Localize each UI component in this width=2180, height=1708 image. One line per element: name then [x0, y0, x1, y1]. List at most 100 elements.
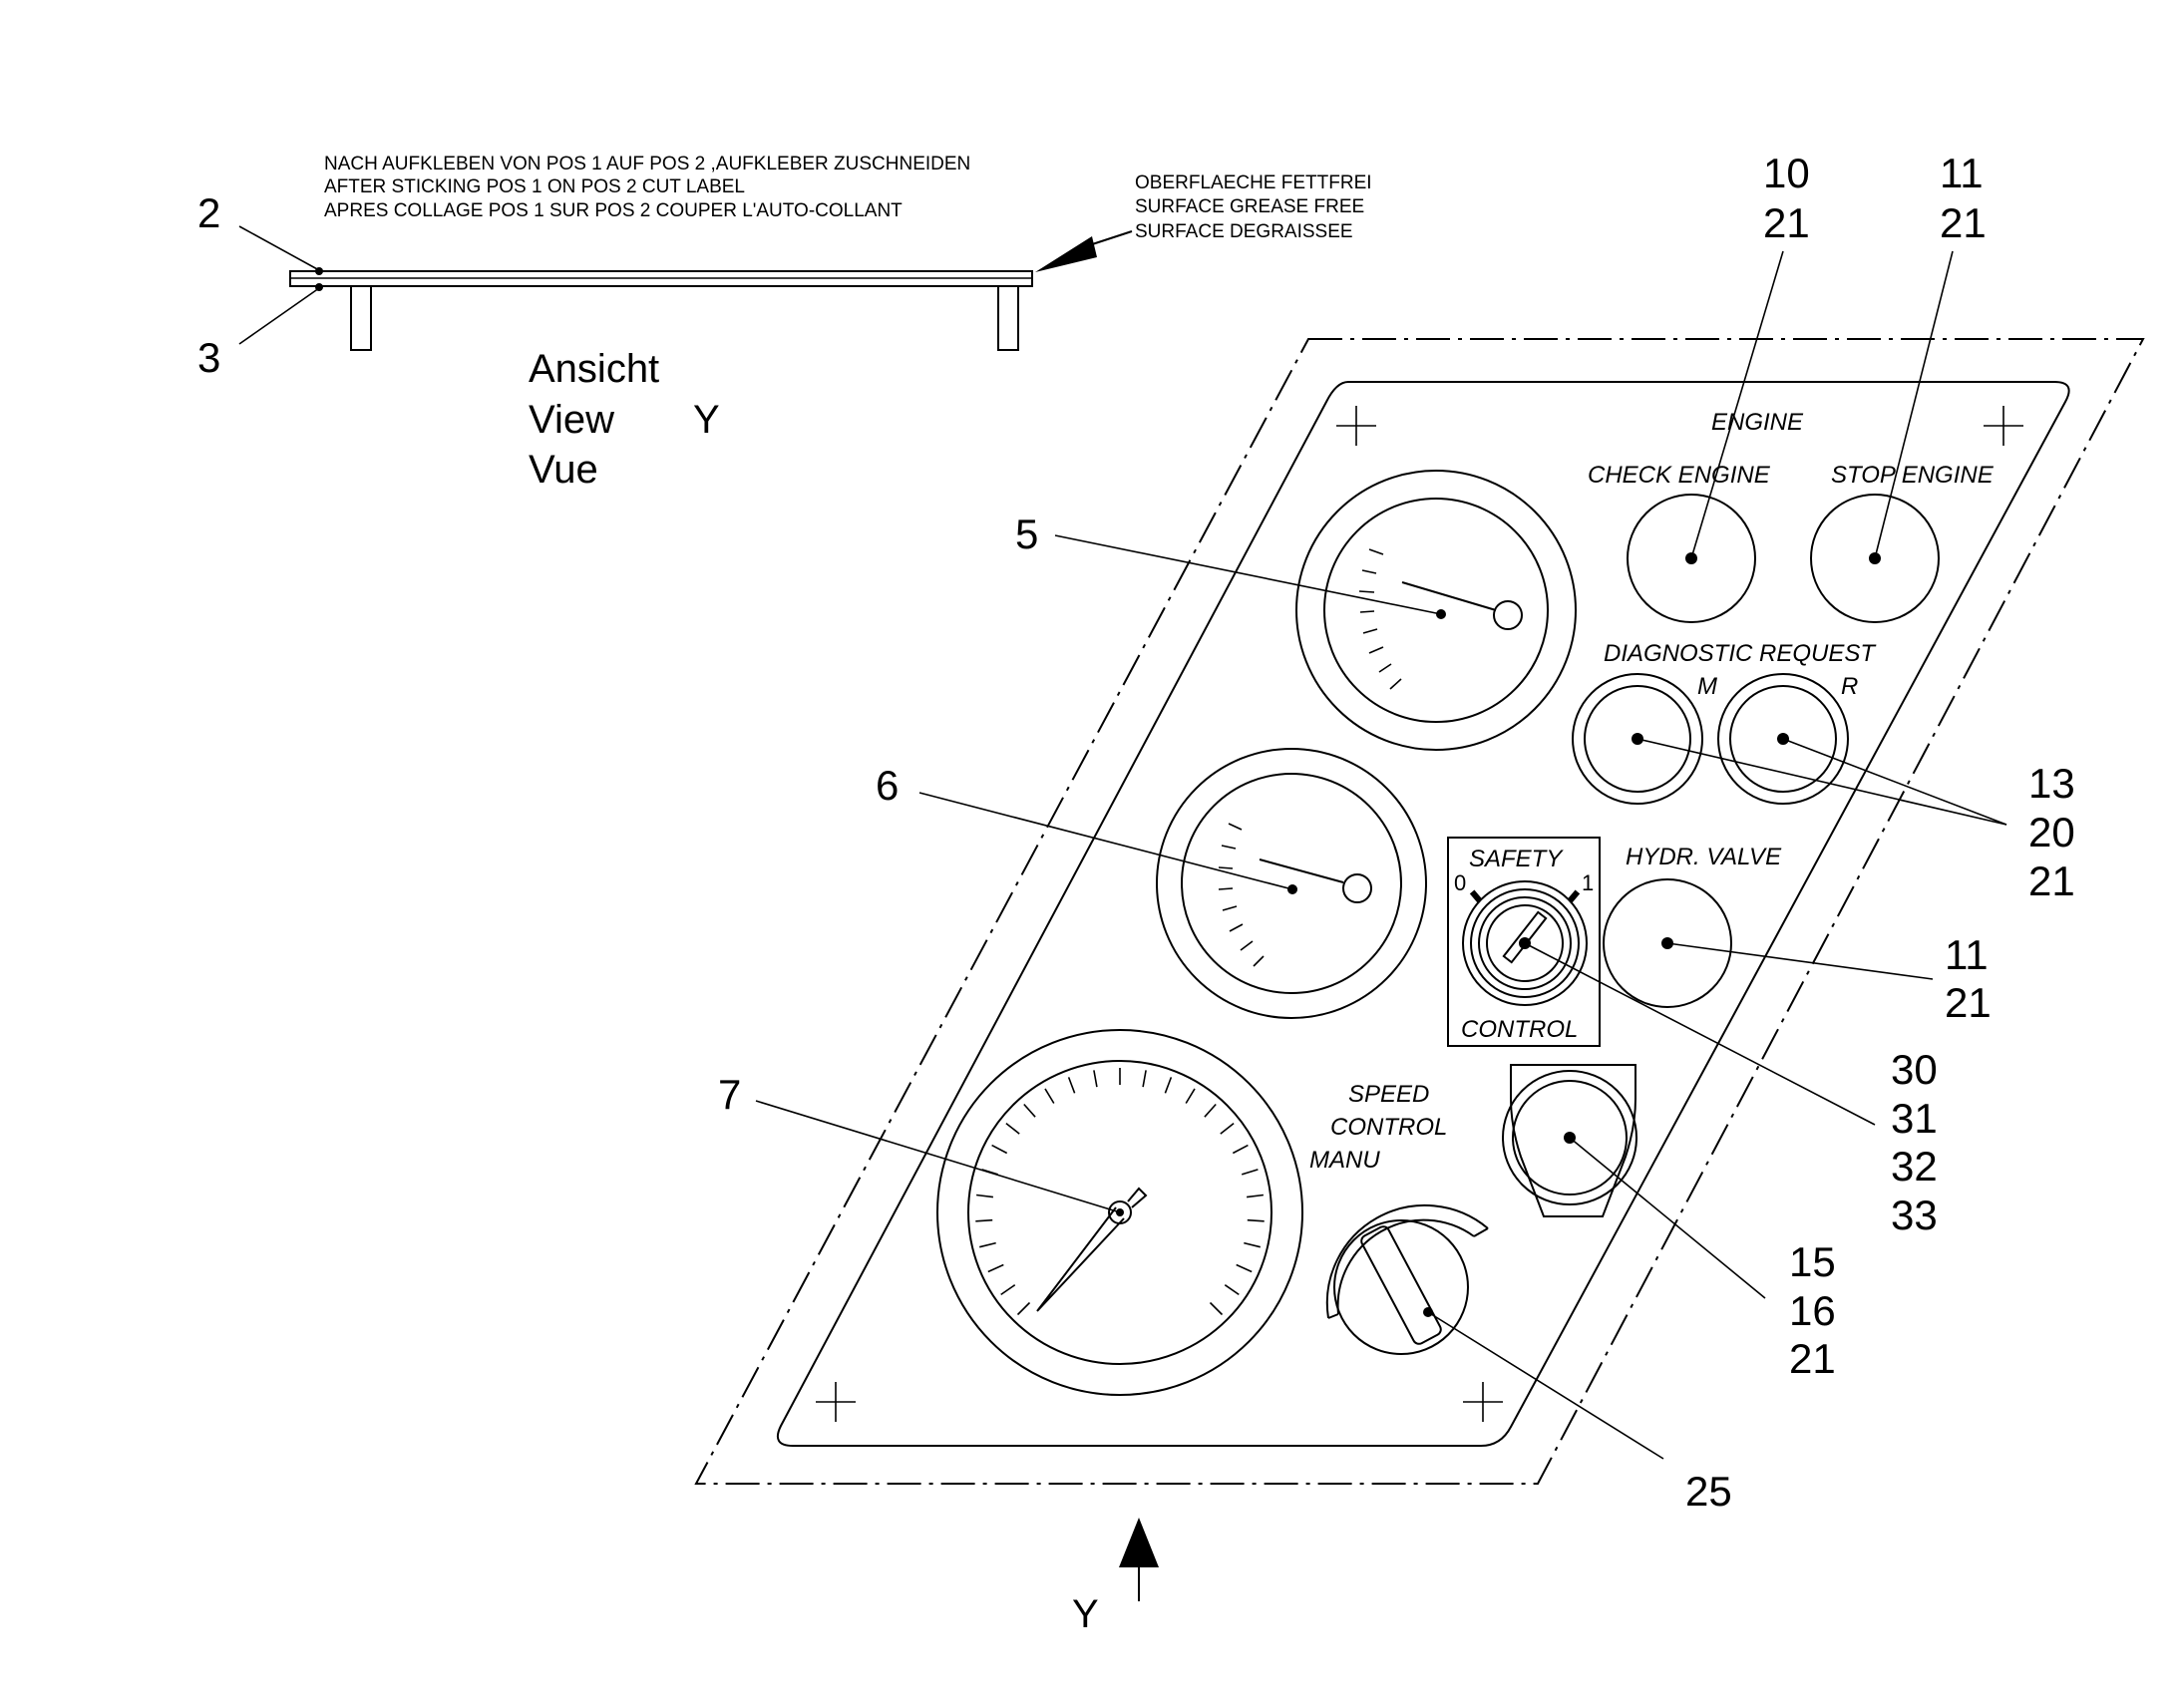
gauge-middle — [1156, 748, 1427, 1019]
gauge-large-tick — [1044, 1088, 1055, 1104]
callout-check-1: 10 — [1763, 150, 1810, 196]
label-safety: SAFETY — [1469, 846, 1564, 872]
callout-diag-2: 20 — [2028, 809, 2075, 855]
gauge-upper-pivot — [1493, 600, 1523, 630]
label-diagnostic-request: DIAGNOSTIC REQUEST — [1604, 640, 1877, 667]
callout-safety-1: 30 — [1891, 1046, 1938, 1093]
callout-safety-4: 33 — [1891, 1192, 1938, 1238]
view-arrow-letter: Y — [1072, 1592, 1099, 1636]
callout-hazard-3: 21 — [1789, 1335, 1836, 1382]
note-cut-label-en: AFTER STICKING POS 1 ON POS 2 CUT LABEL — [324, 176, 745, 197]
gauge-upper — [1295, 470, 1577, 751]
label-speed-control: CONTROL — [1330, 1114, 1447, 1141]
note-surface-en: SURFACE GREASE FREE — [1135, 196, 1364, 217]
view-label-fr: Vue — [529, 448, 598, 492]
gauge-large — [936, 1029, 1303, 1396]
label-engine: ENGINE — [1711, 409, 1804, 436]
leader-check — [1690, 250, 1784, 559]
label-stop-engine: STOP ENGINE — [1831, 462, 1995, 489]
hydr-valve-lamp — [1603, 878, 1732, 1008]
safety-ring-4 — [1486, 904, 1564, 982]
label-hydr-valve: HYDR. VALVE — [1626, 844, 1782, 870]
gauge-large-tick — [1204, 1103, 1217, 1118]
gauge-large-tick — [1224, 1284, 1240, 1296]
gauge-large-ticks — [975, 1068, 1265, 1316]
view-letter: Y — [693, 398, 720, 442]
stop-engine-lamp — [1810, 494, 1940, 623]
view-arrowhead — [1119, 1518, 1159, 1567]
gauge-large-needle-tail — [1127, 1187, 1148, 1208]
mount-cross-top-right — [1984, 406, 2023, 446]
gauge-large-tick — [1023, 1103, 1036, 1118]
callout-hazard-2: 16 — [1789, 1287, 1836, 1334]
hazard-switch-button — [1512, 1080, 1628, 1196]
cut-out-outline — [694, 338, 2145, 1485]
gauge-large-tick — [1241, 1169, 1259, 1176]
leader-safety — [1524, 942, 1876, 1126]
label-safety-1: 1 — [1582, 870, 1594, 895]
leader-diag-r — [1782, 738, 2007, 826]
mount-cross-top-left — [1336, 406, 1376, 446]
callout-stop-2: 21 — [1940, 199, 1987, 246]
callout-hydr-1: 11 — [1945, 931, 1989, 978]
note-cut-label-fr: APRES COLLAGE POS 1 SUR POS 2 COUPER L'A… — [324, 200, 903, 221]
gauge-large-tick — [1247, 1194, 1264, 1198]
stud-right — [997, 285, 1019, 351]
safety-ring-2 — [1470, 888, 1580, 998]
leader-stop — [1874, 250, 1954, 559]
leader-6 — [918, 792, 1293, 890]
gauge-large-tick — [1220, 1122, 1235, 1135]
callout-6: 6 — [876, 762, 899, 809]
stud-left — [350, 285, 372, 351]
leader-dot-2 — [315, 267, 323, 275]
leader-speed — [1427, 1311, 1664, 1460]
gauge-upper-bezel — [1295, 470, 1577, 751]
leader-2 — [238, 225, 320, 271]
speed-knob — [1333, 1219, 1469, 1355]
speed-scale-arc-outer — [1325, 1203, 1489, 1319]
hazard-switch — [1502, 1064, 1637, 1217]
safety-ring-3 — [1478, 896, 1572, 990]
check-engine-lamp — [1627, 494, 1756, 623]
gauge-large-tick — [979, 1241, 996, 1248]
callout-2: 2 — [197, 189, 220, 236]
gauge-middle-pivot — [1342, 873, 1372, 903]
callout-speed: 25 — [1685, 1468, 1732, 1515]
callout-safety-3: 32 — [1891, 1143, 1938, 1190]
leader-5 — [1054, 534, 1442, 615]
gauge-large-tick — [1209, 1301, 1224, 1316]
view-label-de: Ansicht — [529, 347, 659, 391]
side-view: NACH AUFKLEBEN VON POS 1 AUF POS 2 ,AUFK… — [197, 154, 1372, 492]
callout-diag-1: 13 — [2028, 760, 2075, 807]
callout-stop-1: 11 — [1940, 150, 1984, 196]
gauge-large-tick — [1185, 1088, 1196, 1104]
gauge-large-tick — [1244, 1241, 1261, 1248]
gauge-large-tick — [1236, 1263, 1253, 1273]
leader-dot-3 — [315, 283, 323, 291]
gauge-middle-bezel — [1156, 748, 1427, 1019]
note-surface-de: OBERFLAECHE FETTFREI — [1135, 172, 1372, 193]
gauge-large-bezel — [936, 1029, 1303, 1396]
label-speed: SPEED — [1348, 1081, 1429, 1108]
leader-hazard — [1569, 1137, 1766, 1299]
panel-outline — [694, 338, 2145, 1485]
label-control: CONTROL — [1461, 1016, 1578, 1043]
hazard-switch-housing — [1510, 1064, 1636, 1217]
surface-arrowhead — [1035, 236, 1097, 272]
callout-diag-3: 21 — [2028, 857, 2075, 904]
label-check-engine: CHECK ENGINE — [1588, 462, 1771, 489]
gauge-large-tick — [1164, 1077, 1173, 1094]
gauge-middle-face — [1181, 773, 1402, 994]
gauge-middle-needle — [1259, 858, 1344, 883]
speed-knob-grip — [1360, 1225, 1442, 1345]
diag-m-switch-outer — [1572, 673, 1703, 805]
diag-r-switch-outer — [1717, 673, 1849, 805]
callout-hydr-2: 21 — [1945, 979, 1992, 1026]
leader-hydr — [1666, 942, 1934, 980]
safety-key-switch: SAFETY 0 1 CONTROL — [1447, 837, 1601, 1047]
leader-7 — [755, 1100, 1121, 1213]
panel-plate — [777, 381, 2070, 1447]
callout-check-2: 21 — [1763, 199, 1810, 246]
gauge-large-tick — [1000, 1284, 1016, 1296]
